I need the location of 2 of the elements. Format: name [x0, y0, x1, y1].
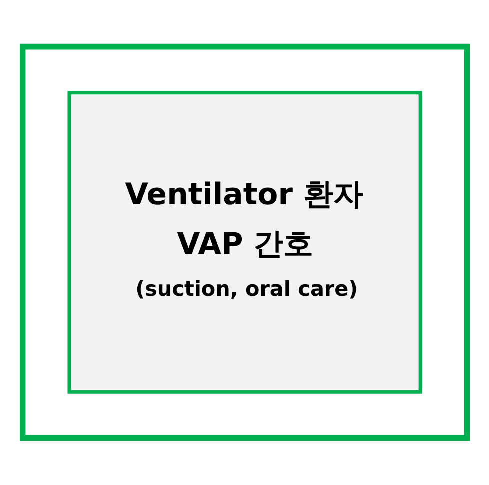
- node-box: Ventilator 환자 VAP 간호 (suction, oral care): [67, 91, 422, 394]
- cluster: [19, 44, 470, 442]
